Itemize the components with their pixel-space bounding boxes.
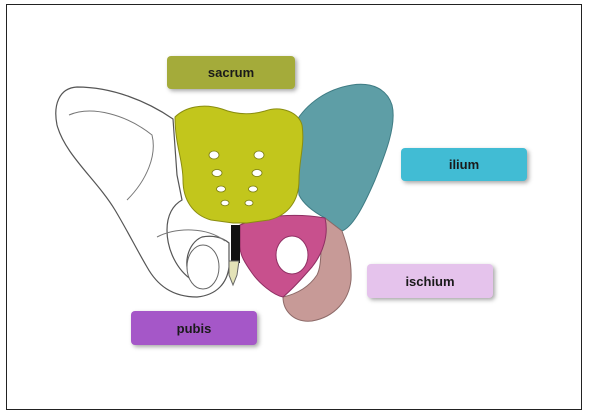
pelvis-illustration [7, 5, 583, 411]
coccyx [229, 261, 239, 285]
left-obturator-outline [187, 245, 219, 289]
ilium-shape [295, 84, 393, 231]
sacrum-shape [175, 106, 303, 223]
pubis-label: pubis [131, 311, 257, 345]
sacrum-label: sacrum [167, 56, 295, 89]
diagram-frame: sacrum ilium ischium pubis [6, 4, 582, 410]
ilium-label: ilium [401, 148, 527, 181]
pubic-symphysis [231, 225, 240, 263]
ischium-label: ischium [367, 264, 493, 298]
obturator-foramen [276, 236, 308, 274]
